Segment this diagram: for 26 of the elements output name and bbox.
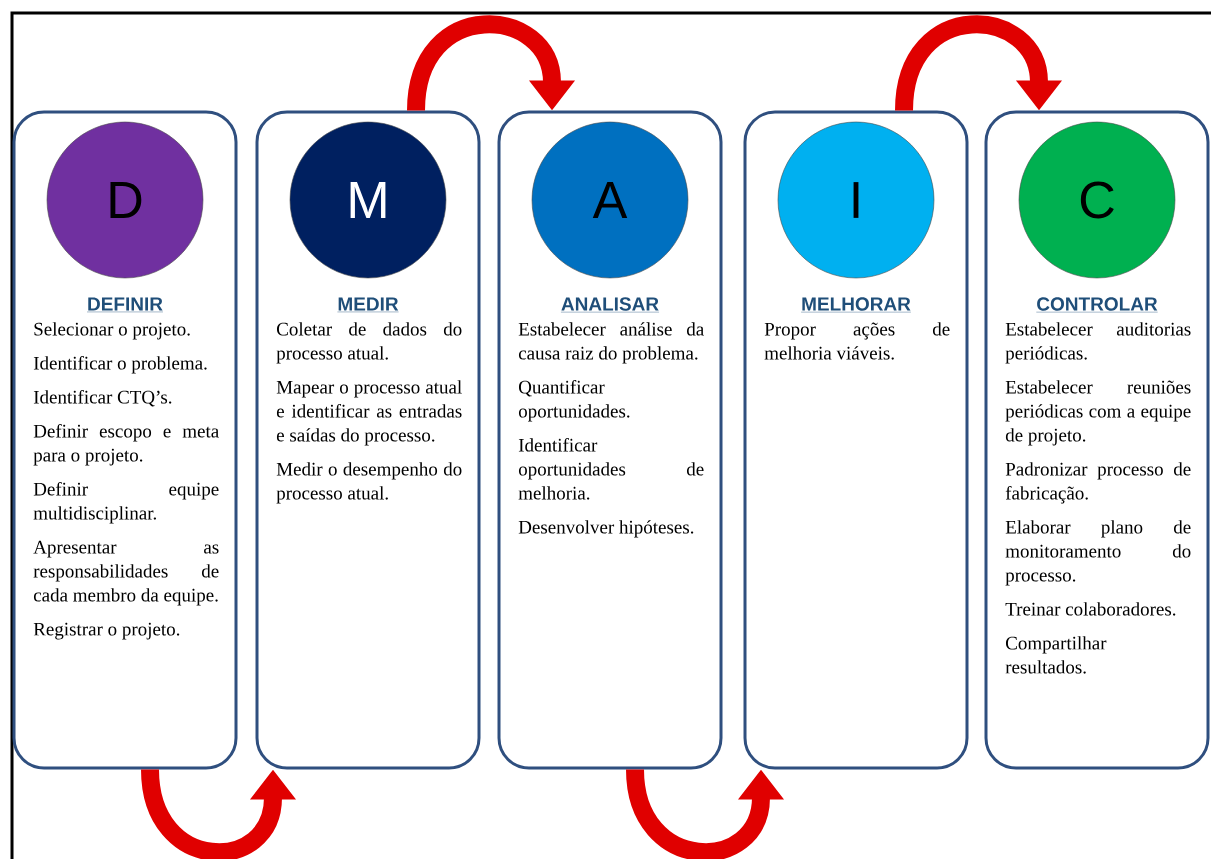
list-item: Identificar oportunidades de melhoria.	[518, 438, 704, 500]
list-item: Estabelecer reuniões periódicas com a equipe de projeto.	[1005, 380, 1191, 446]
column-heading: MEDIR	[337, 297, 399, 313]
list-item: Registrar o projeto.	[33, 622, 180, 640]
list-item: Identificar CTQ’s.	[33, 390, 172, 407]
list-item: Padronizar processo de fabricação.	[1005, 462, 1191, 504]
list-item: Definir escopo e meta para o projeto.	[33, 424, 219, 466]
list-item: Treinar colaboradores.	[1005, 602, 1176, 616]
column-heading: MELHORAR	[800, 297, 912, 313]
list-item: Quantificar oportunidades.	[518, 380, 630, 422]
list-item: Definir equipe multidisciplinar.	[33, 482, 219, 524]
column-heading: CONTROLAR	[1036, 297, 1158, 313]
list-item: Elaborar plano de monitoramento do processo.	[1005, 520, 1191, 586]
list-item: Desenvolver hipóteses.	[518, 520, 694, 538]
column-heading: ANALISAR	[560, 297, 660, 313]
column-heading: DEFINIR	[86, 297, 164, 313]
list-item: Estabelecer auditorias periódicas.	[1005, 322, 1191, 364]
list-item: Mapear o processo atual e identificar as entradas e saídas do processo.	[276, 380, 462, 446]
list-item: Estabelecer análise da causa raiz do problema.	[518, 322, 704, 364]
list-item: Identificar o problema.	[33, 356, 207, 374]
list-item: Apresentar as responsabilidades de cada membro da equipe.	[33, 540, 219, 606]
list-item: Medir o desempenho do processo atual.	[276, 462, 462, 504]
list-item: Compartilhar resultados.	[1005, 636, 1107, 674]
list-item: Propor ações de melhoria viáveis.	[764, 322, 950, 360]
list-item: Coletar de dados do processo atual.	[276, 322, 462, 364]
list-item: Selecionar o projeto.	[34, 322, 190, 340]
